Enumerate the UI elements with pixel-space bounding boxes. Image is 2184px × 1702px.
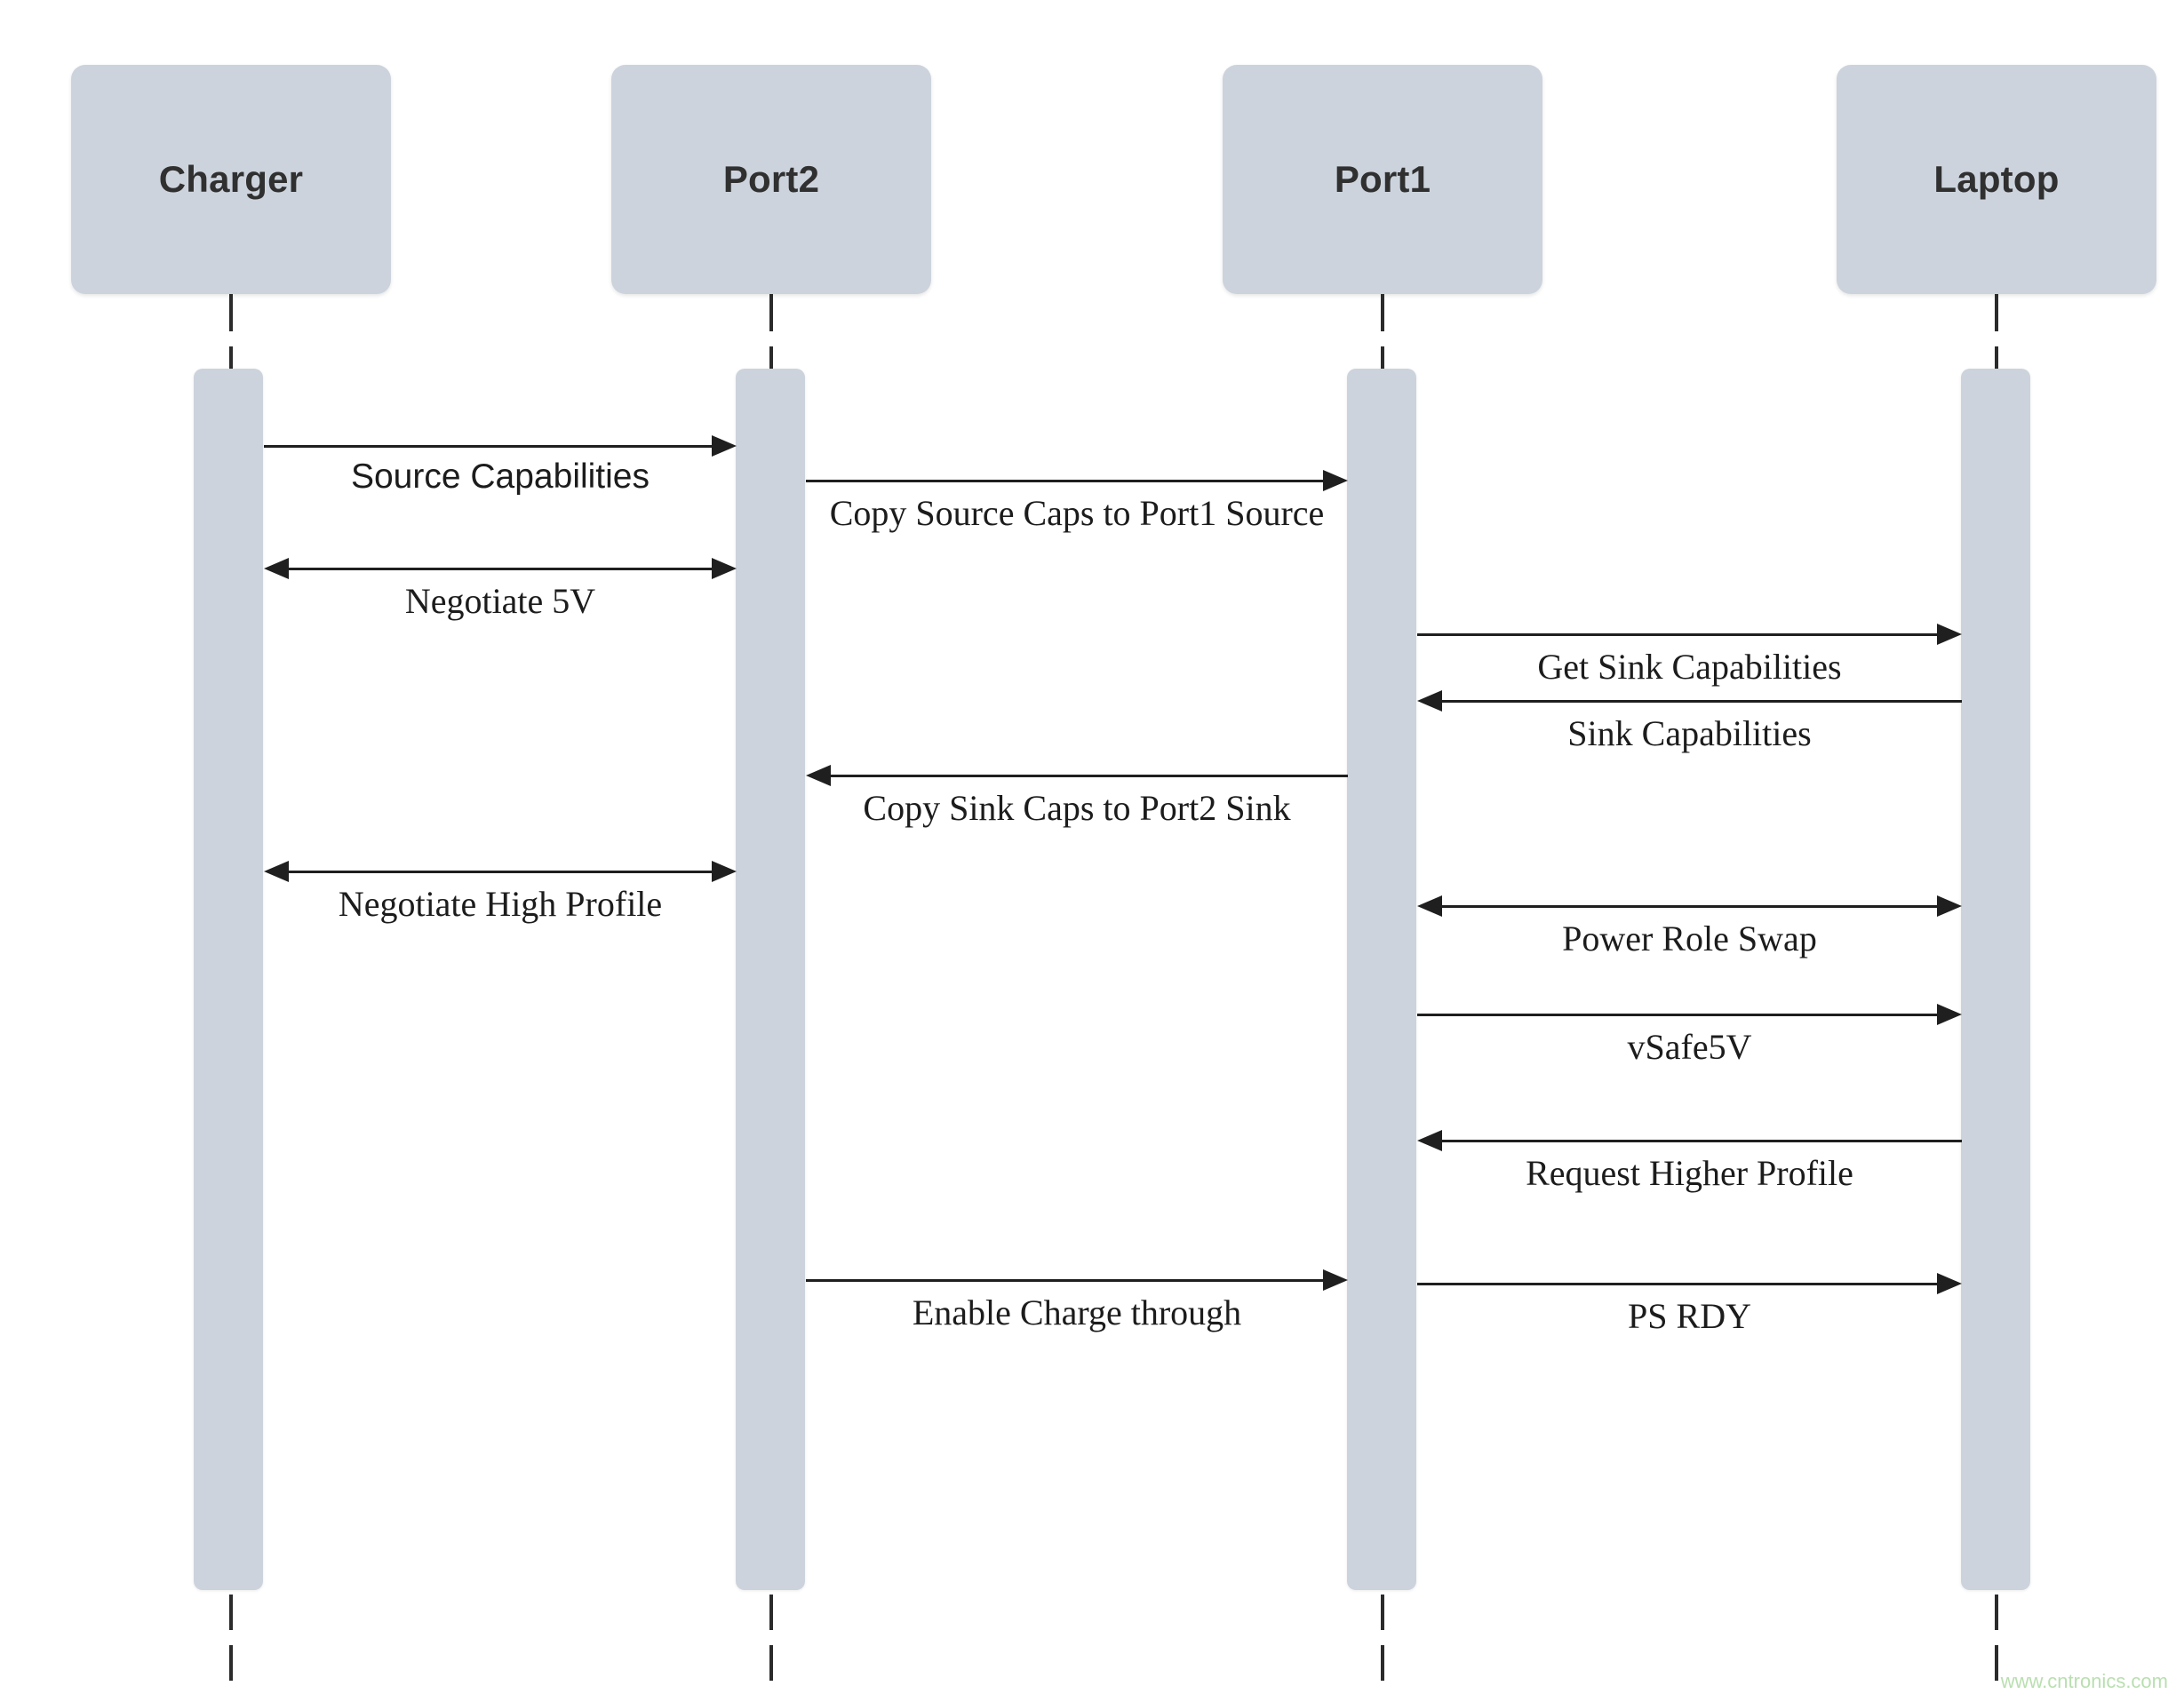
participant-box-port2[interactable]: Port2 [611,65,931,294]
message-line-get-sink-capabilities [1417,633,1941,636]
lifeline-port1-segment-3 [1381,1645,1384,1681]
lifeline-charger-segment-1 [229,346,233,384]
arrow-head-left-icon-copy-sink-caps-to-port2-sink [806,765,831,786]
message-line-copy-sink-caps-to-port2-sink [827,775,1348,777]
message-line-request-higher-profile [1439,1140,1962,1142]
message-label-negotiate-high-profile: Negotiate High Profile [338,884,663,924]
arrow-head-right-icon-copy-source-caps-to-port1-source [1323,470,1348,491]
lifeline-charger-segment-3 [229,1645,233,1681]
participant-label-port2: Port2 [722,158,820,200]
message-line-copy-source-caps-to-port1-source [806,480,1327,482]
lifeline-laptop-segment-1 [1995,346,1998,384]
lifeline-laptop-segment-0 [1995,294,1998,331]
message-label-sink-capabilities: Sink Capabilities [1567,713,1812,753]
message-label-power-role-swap: Power Role Swap [1562,919,1817,958]
arrow-head-right-icon-negotiate-high-profile [712,861,737,882]
message-label-vsafe5v: vSafe5V [1627,1027,1752,1067]
arrow-head-right-icon-negotiate-5v [712,558,737,579]
arrow-head-right-icon-enable-charge-through [1323,1269,1348,1291]
lifeline-port2-segment-2 [769,1595,773,1630]
message-label-negotiate-5v: Negotiate 5V [404,581,596,621]
lifeline-port1-segment-0 [1381,294,1384,331]
arrow-head-left-icon-power-role-swap [1417,895,1442,917]
activation-bar-port1[interactable] [1347,369,1416,1590]
participant-label-charger: Charger [158,158,304,200]
participant-label-port1: Port1 [1334,158,1431,200]
message-label-copy-sink-caps-to-port2-sink: Copy Sink Caps to Port2 Sink [863,788,1291,828]
message-line-negotiate-5v [285,568,715,570]
participant-box-laptop[interactable]: Laptop [1837,65,2156,294]
lifeline-port1-segment-2 [1381,1595,1384,1630]
participant-label-laptop: Laptop [1933,158,2060,200]
lifeline-port2-segment-3 [769,1645,773,1681]
participant-box-charger[interactable]: Charger [71,65,391,294]
arrow-head-right-icon-get-sink-capabilities [1937,624,1962,645]
message-label-request-higher-profile: Request Higher Profile [1526,1153,1853,1193]
arrow-head-right-icon-ps-rdy [1937,1273,1962,1294]
lifeline-laptop-segment-3 [1995,1645,1998,1681]
activation-bar-laptop[interactable] [1961,369,2030,1590]
arrow-head-right-icon-power-role-swap [1937,895,1962,917]
arrow-head-left-icon-negotiate-high-profile [264,861,289,882]
arrow-head-right-icon-vsafe5v [1937,1004,1962,1025]
activation-bar-port2[interactable] [736,369,805,1590]
arrow-head-left-icon-sink-capabilities [1417,690,1442,712]
message-label-source-capabilities: Source Capabilities [350,457,650,496]
participant-box-port1[interactable]: Port1 [1223,65,1542,294]
lifeline-port2-segment-0 [769,294,773,331]
lifeline-port2-segment-1 [769,346,773,384]
activation-bar-charger[interactable] [194,369,263,1590]
site-watermark: www.cntronics.com [2000,1670,2168,1692]
arrow-head-right-icon-source-capabilities [712,435,737,457]
message-label-enable-charge-through: Enable Charge through [912,1292,1242,1332]
lifeline-laptop-segment-2 [1995,1595,1998,1630]
message-line-vsafe5v [1417,1014,1941,1016]
arrow-head-left-icon-request-higher-profile [1417,1130,1442,1151]
message-line-source-capabilities [264,445,715,448]
message-line-power-role-swap [1439,905,1941,908]
message-line-sink-capabilities [1439,700,1962,703]
lifeline-charger-segment-0 [229,294,233,331]
lifeline-port1-segment-1 [1381,346,1384,384]
message-line-enable-charge-through [806,1279,1327,1282]
arrow-head-left-icon-negotiate-5v [264,558,289,579]
message-line-negotiate-high-profile [285,871,715,873]
message-label-ps-rdy: PS RDY [1628,1296,1751,1336]
lifeline-charger-segment-2 [229,1595,233,1630]
message-label-get-sink-capabilities: Get Sink Capabilities [1537,647,1842,687]
message-label-copy-source-caps-to-port1-source: Copy Source Caps to Port1 Source [829,493,1325,533]
message-line-ps-rdy [1417,1283,1941,1285]
